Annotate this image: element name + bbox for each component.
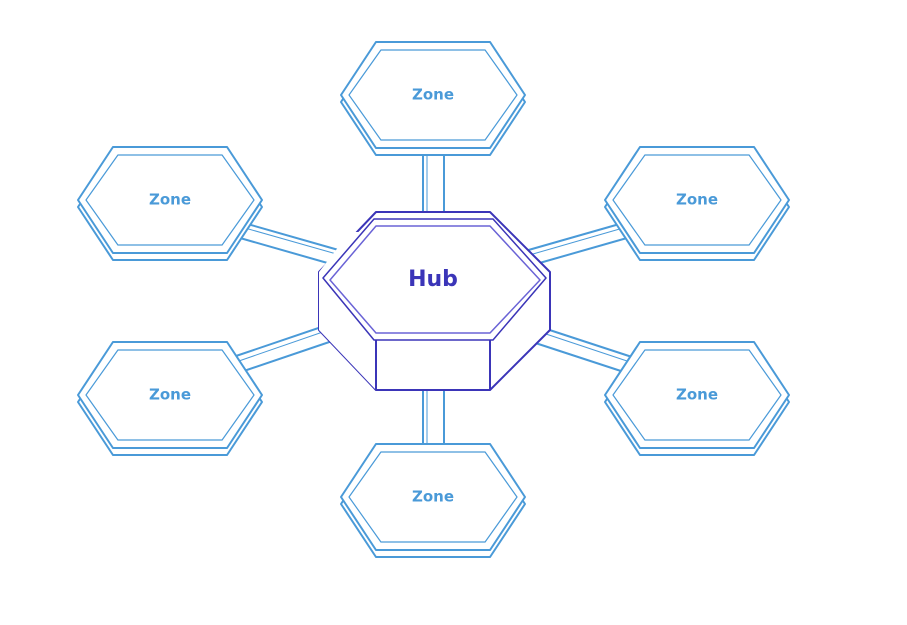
zone-label: Zone: [149, 191, 191, 209]
zone-node-bottom: Zone: [340, 443, 526, 558]
zone-label: Zone: [149, 386, 191, 404]
hub-label: Hub: [408, 267, 458, 292]
zone-label: Zone: [412, 86, 454, 104]
zone-node-top: Zone: [340, 41, 526, 156]
zone-node-lower-right: Zone: [604, 341, 790, 456]
connector-top: [422, 145, 445, 217]
zone-label: Zone: [676, 386, 718, 404]
zone-label: Zone: [412, 488, 454, 506]
zone-node-upper-right: Zone: [604, 146, 790, 261]
hub-node: Hub: [318, 211, 551, 391]
zone-node-lower-left: Zone: [77, 341, 263, 456]
zone-label: Zone: [676, 191, 718, 209]
zone-node-upper-left: Zone: [77, 146, 263, 261]
